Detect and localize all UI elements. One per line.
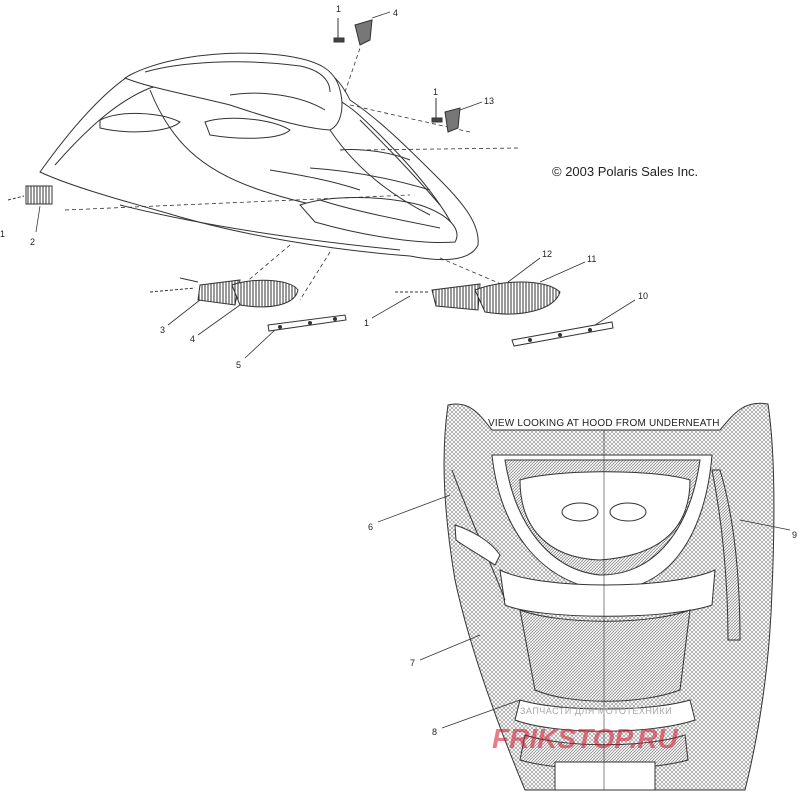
callout-9: 9 xyxy=(792,530,797,540)
windshield xyxy=(123,52,343,131)
callout-lines xyxy=(35,11,636,359)
callout-lines-bottom xyxy=(377,494,791,729)
part-4-top-bracket xyxy=(333,18,373,46)
callout-1-mid: 1 xyxy=(433,87,438,97)
callout-13: 13 xyxy=(484,96,494,106)
part-3-4-left-bezel xyxy=(149,277,299,308)
callout-1-center: 1 xyxy=(364,318,369,328)
callout-11: 11 xyxy=(587,254,596,264)
callout-1-top: 1 xyxy=(336,4,341,14)
view-caption: VIEW LOOKING AT HOOD FROM UNDERNEATH xyxy=(488,418,720,429)
callout-10: 10 xyxy=(638,291,648,301)
callout-4: 4 xyxy=(190,334,195,344)
part-10-strip xyxy=(511,321,614,347)
callout-5: 5 xyxy=(236,360,241,370)
hood-top-view xyxy=(39,52,479,261)
part-11-12-right-bezel xyxy=(395,281,561,315)
part-13-bracket xyxy=(431,98,461,133)
copyright-text: © 2003 Polaris Sales Inc. xyxy=(552,164,698,179)
callout-1-left: 1 xyxy=(0,229,5,239)
leader-lines xyxy=(64,47,519,301)
part-2-left-bracket xyxy=(7,185,53,205)
watermark-text: FRIKSTOP.RU xyxy=(492,723,678,754)
callout-12: 12 xyxy=(542,249,552,259)
callout-3: 3 xyxy=(160,325,165,335)
part-5-strip xyxy=(267,314,347,332)
callout-6: 6 xyxy=(368,522,373,532)
callout-4-top: 4 xyxy=(393,8,398,18)
callout-2-left: 2 xyxy=(30,237,35,247)
callout-8: 8 xyxy=(432,727,437,737)
callout-7: 7 xyxy=(410,658,415,668)
hood-underside-view xyxy=(443,402,775,791)
watermark-subtext: ЗАПЧАСТИ ДЛЯ МОТОТЕХНИКИ xyxy=(520,706,672,716)
